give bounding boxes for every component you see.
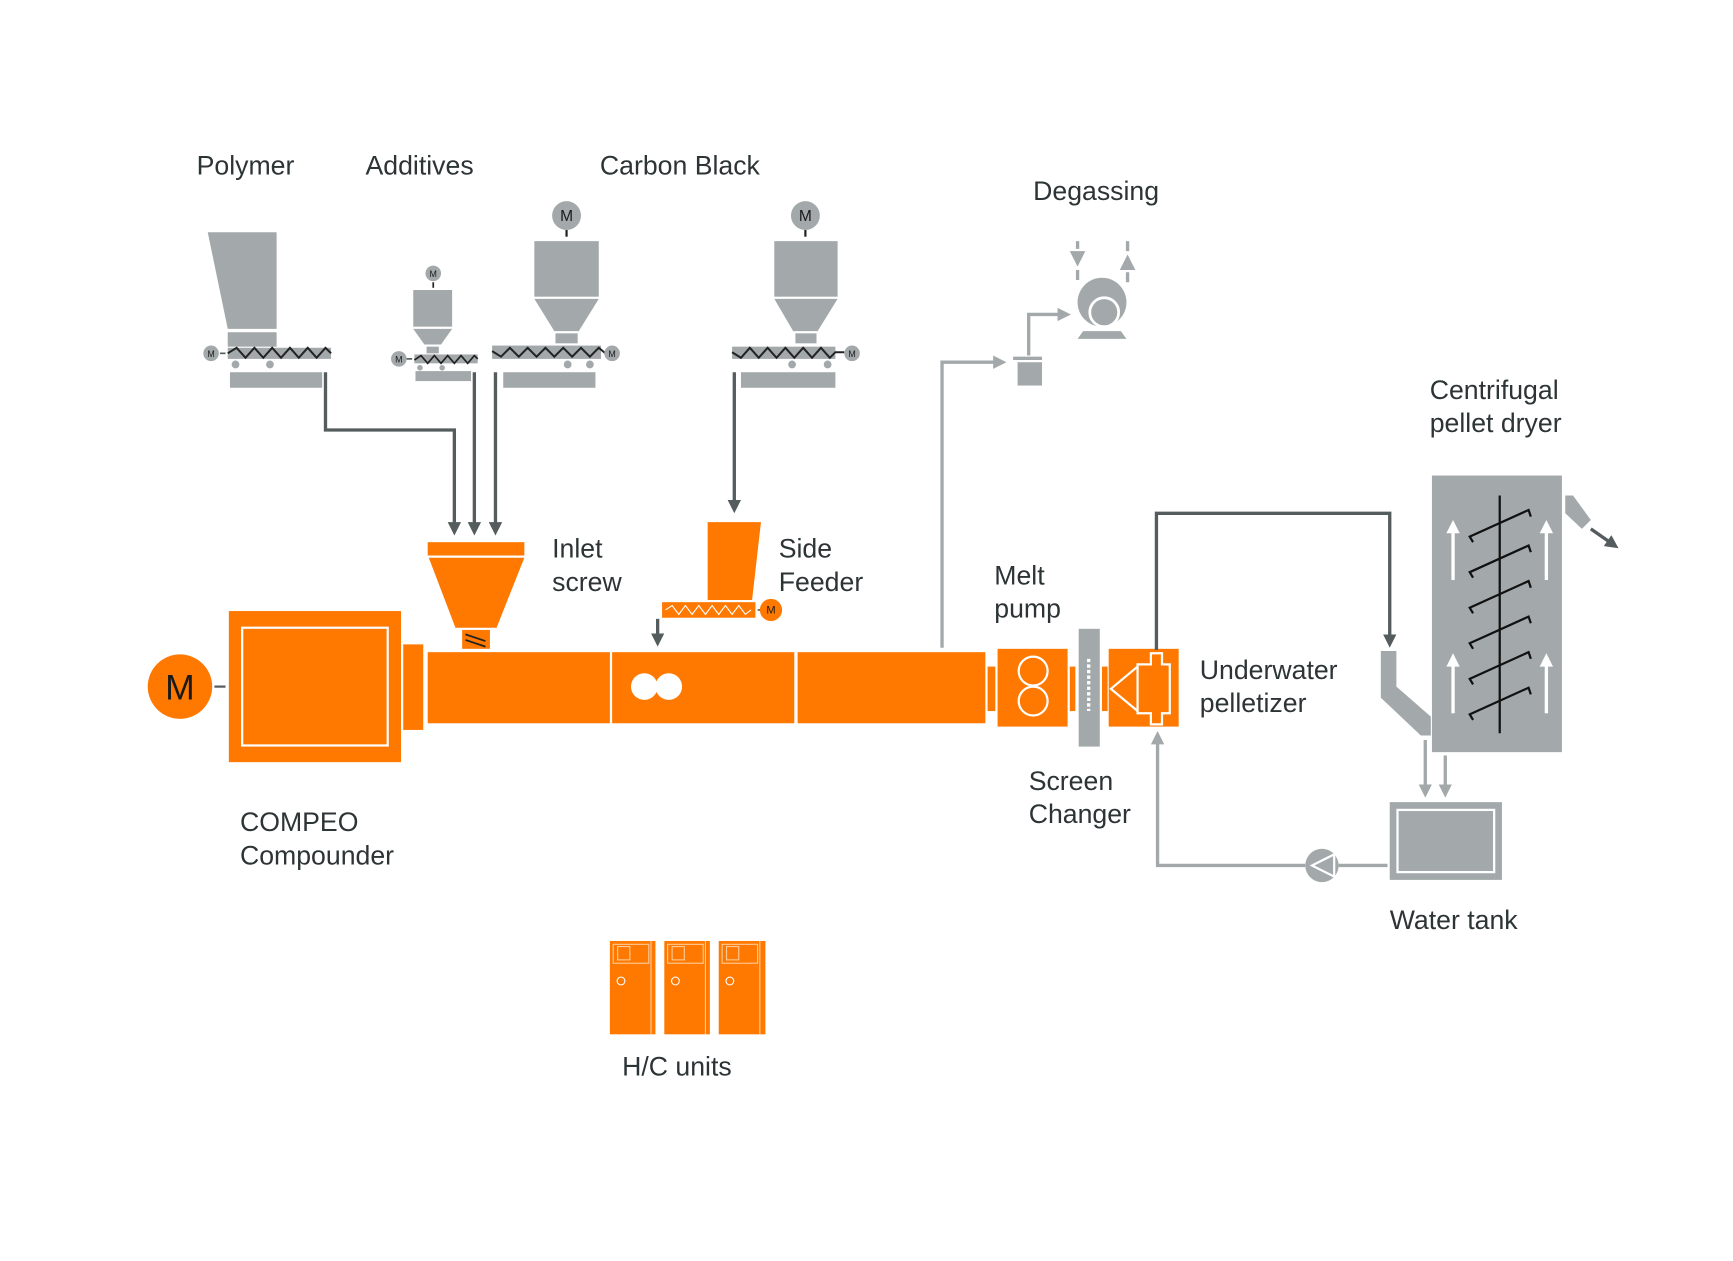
carbon-black-feeder-1: M M [491,201,620,388]
label-melt-pump-2: pump [994,594,1061,624]
label-centrifugal-dryer-2: pellet dryer [1430,408,1562,438]
svg-text:M: M [608,349,615,359]
compounder-gearbox [228,611,424,763]
inlet-screw-hopper [427,542,525,649]
label-carbon-black: Carbon Black [600,150,761,180]
degassing-unit [940,241,1136,648]
underwater-pelletizer [1108,648,1179,727]
label-compounder-2: Compounder [240,840,394,870]
label-water-tank: Water tank [1390,905,1519,935]
pellet-slurry-line [1154,511,1397,650]
hc-units [609,940,766,1035]
svg-text:M: M [395,354,402,364]
label-degassing: Degassing [1033,176,1159,206]
label-screen-changer-1: Screen [1029,766,1113,796]
label-inlet-screw-1: Inlet [552,534,603,564]
label-melt-pump-1: Melt [994,560,1045,590]
side-feeder: M [662,522,783,622]
dryer-inlet-chute [1380,651,1431,736]
water-tank [1389,802,1502,880]
label-underwater-pelletizer-1: Underwater [1200,655,1338,685]
hc-unit-2 [664,940,710,1035]
compounder-barrel [427,652,996,724]
screen-changer [1078,628,1108,747]
label-underwater-pelletizer-2: pelletizer [1200,688,1307,718]
centrifugal-dryer [1431,475,1619,753]
svg-text:M: M [766,605,775,617]
label-compounder-1: COMPEO [240,807,358,837]
hc-unit-3 [718,940,766,1035]
label-polymer: Polymer [197,150,295,180]
additives-feeder: M M [391,265,479,382]
main-motor: M [147,654,226,719]
svg-text:M: M [848,349,855,359]
melt-pump [997,648,1076,727]
label-screen-changer-2: Changer [1029,799,1131,829]
svg-text:M: M [430,269,437,279]
svg-text:M: M [165,668,195,708]
label-side-feeder-2: Feeder [779,567,864,597]
label-inlet-screw-2: screw [552,567,622,597]
polymer-feeder: M [203,232,332,388]
label-centrifugal-dryer-1: Centrifugal [1430,375,1559,405]
water-return-loop [1150,731,1388,883]
svg-text:M: M [560,208,573,225]
label-hc-units: H/C units [622,1051,732,1081]
svg-text:M: M [207,349,214,359]
label-additives: Additives [365,150,473,180]
label-side-feeder-1: Side [779,534,832,564]
feed-lines [323,372,741,647]
hc-unit-1 [609,940,656,1035]
svg-text:M: M [799,208,812,225]
carbon-black-feeder-2: M M [731,201,860,388]
